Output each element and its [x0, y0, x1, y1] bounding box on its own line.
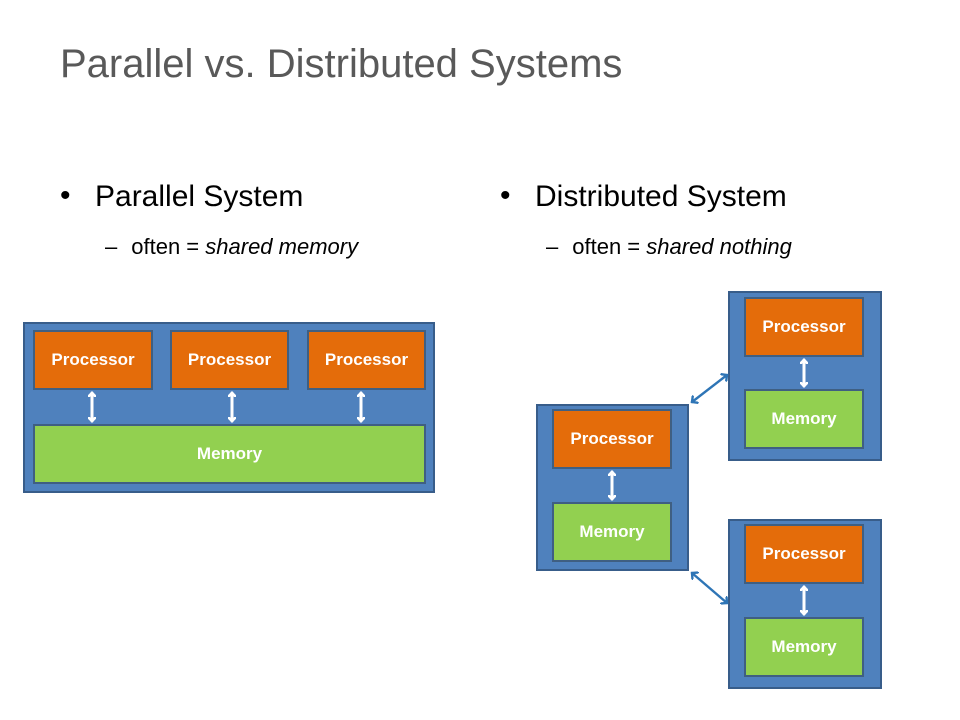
sub-bullet-distributed: –often = shared nothing	[546, 234, 792, 260]
bullet-dot-icon: •	[60, 179, 71, 212]
parallel-processor-1: Processor	[33, 330, 153, 390]
bullet-parallel-label: Parallel System	[95, 180, 304, 213]
distributed-memory-top: Memory	[744, 389, 864, 449]
sub-parallel-em: shared memory	[205, 234, 359, 259]
sub-distributed-em: shared nothing	[646, 234, 792, 259]
distributed-processor-top: Processor	[744, 297, 864, 357]
sub-bullet-parallel: –often = shared memory	[105, 234, 358, 260]
parallel-shared-memory: Memory	[33, 424, 426, 484]
dash-icon: –	[546, 234, 559, 259]
slide-title: Parallel vs. Distributed Systems	[60, 42, 623, 86]
network-link-arrow-icon	[692, 573, 727, 603]
sub-distributed-prefix: often =	[572, 234, 647, 259]
network-link-arrow-icon	[692, 375, 727, 402]
distributed-processor-left: Processor	[552, 409, 672, 469]
dash-icon: –	[105, 234, 118, 259]
distributed-memory-bottom: Memory	[744, 617, 864, 677]
bullet-dot-icon: •	[500, 179, 511, 212]
parallel-processor-2: Processor	[170, 330, 289, 390]
distributed-processor-bottom: Processor	[744, 524, 864, 584]
parallel-processor-3: Processor	[307, 330, 426, 390]
bullet-distributed-system: • Distributed System	[500, 179, 787, 214]
bullet-parallel-system: • Parallel System	[60, 179, 304, 214]
sub-parallel-prefix: often =	[131, 234, 206, 259]
distributed-memory-left: Memory	[552, 502, 672, 562]
bullet-distributed-label: Distributed System	[535, 180, 787, 213]
